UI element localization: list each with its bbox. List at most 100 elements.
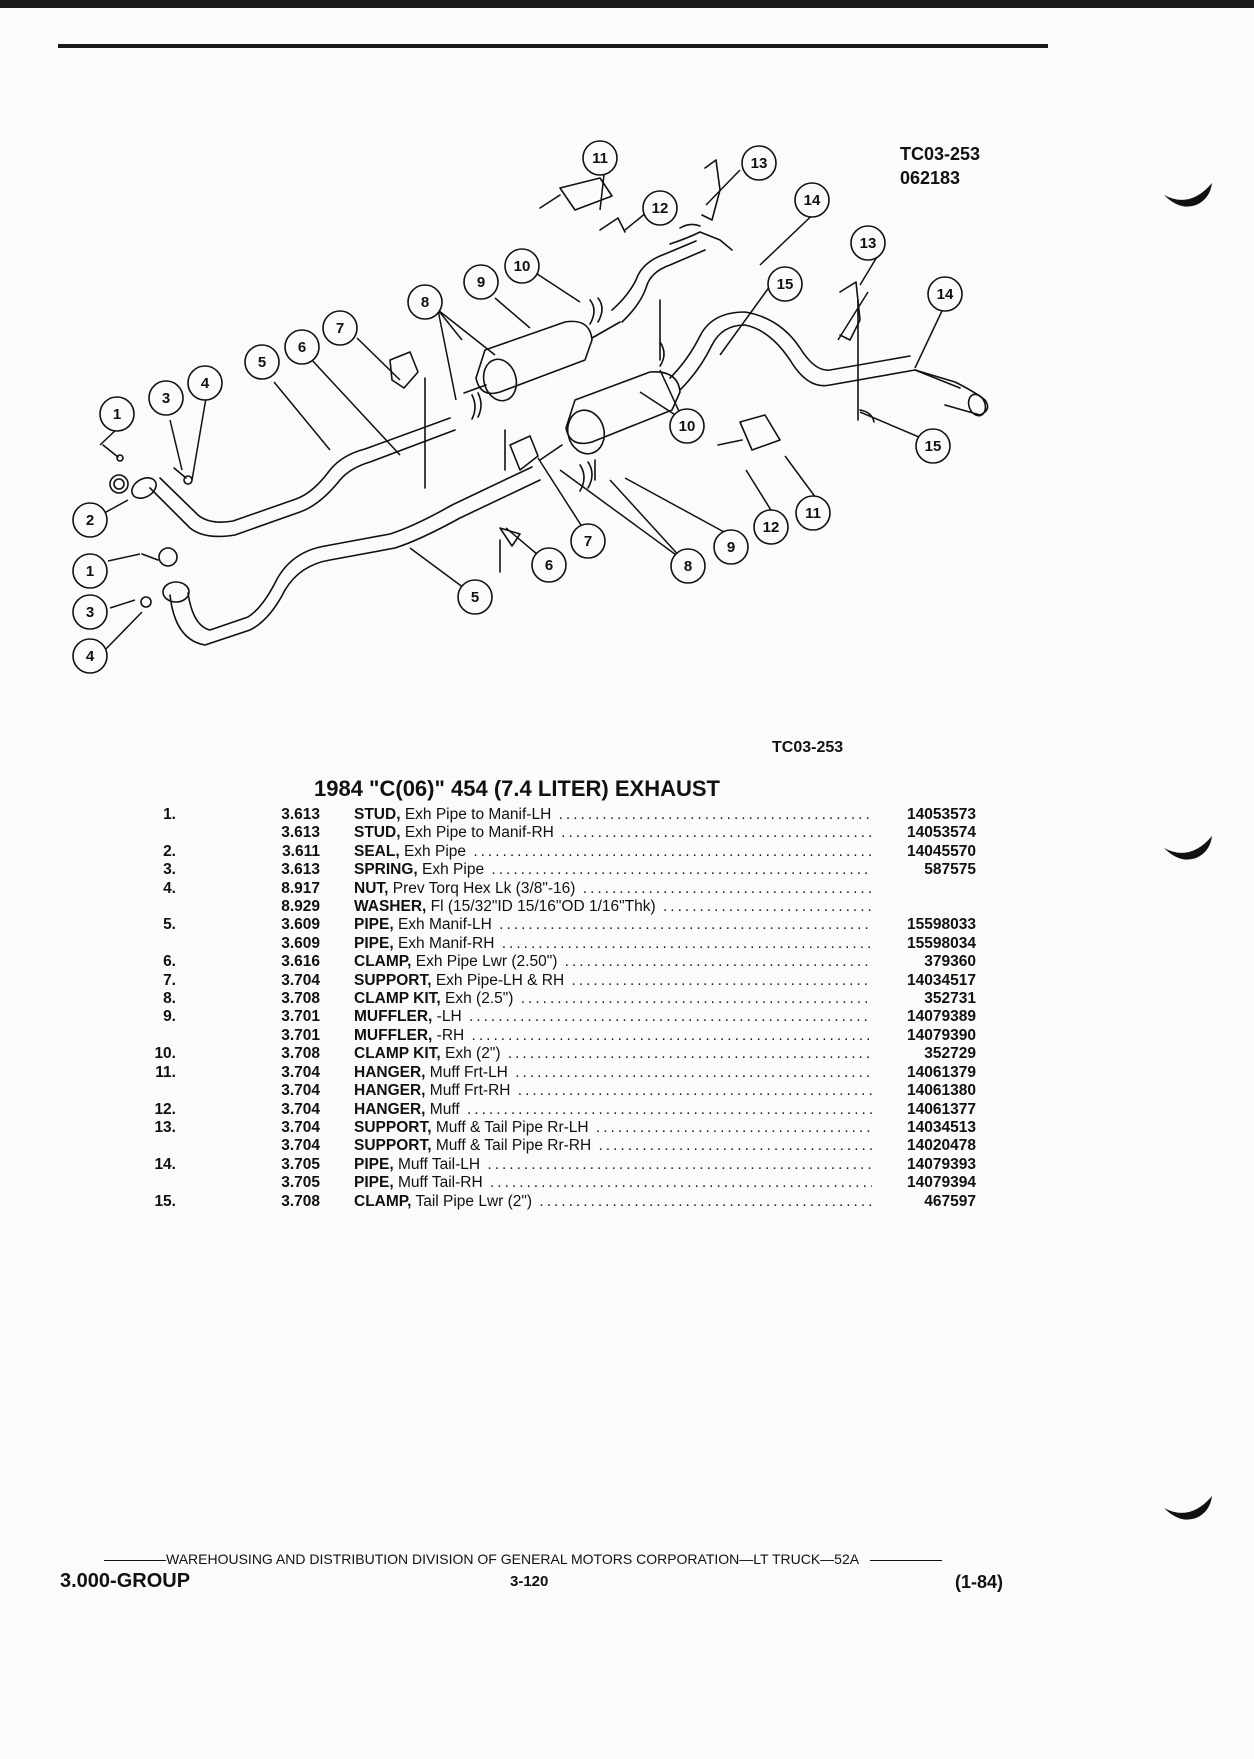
drawing-code-block: TC03-253 062183: [900, 142, 980, 190]
exhaust-pipe-lh: [149, 429, 456, 538]
part-number: 14079389: [907, 1008, 976, 1026]
part-index: 6.: [163, 953, 176, 971]
svg-text:1: 1: [86, 563, 94, 580]
callout-10-mid: 10: [669, 408, 705, 444]
group-number: 3.704: [281, 1118, 320, 1136]
group-number: 3.613: [281, 806, 320, 823]
callout-6-top: 6: [284, 329, 320, 365]
footer-group-label: 3.000-GROUP: [60, 1570, 191, 1592]
leader-dots: ........................................…: [461, 1008, 872, 1026]
part-description: MUFFLER, -RH ...........................…: [320, 1027, 872, 1045]
leader-dots: ........................................…: [487, 1155, 872, 1173]
callout-6-mid: 6: [531, 547, 567, 583]
tail-pipe-rh: [621, 249, 706, 323]
part-index: [140, 898, 176, 916]
part-detail: Muff: [429, 1100, 460, 1118]
part-name: HANGER,: [354, 1063, 426, 1081]
group-number: 3.704: [281, 1082, 320, 1100]
group-number: 3.611: [282, 842, 320, 860]
part-description: SUPPORT, Exh Pipe-LH & RH ..............…: [320, 972, 872, 990]
leader-dots: ........................................…: [501, 934, 872, 952]
group-number: 3.616: [281, 953, 320, 971]
leader-dots: ........................................…: [499, 916, 872, 934]
leader-dots: ........................................…: [558, 806, 872, 823]
part-number: 14079393: [907, 1155, 976, 1173]
svg-text:15: 15: [777, 276, 794, 293]
callout-13-top: 13: [741, 145, 777, 181]
part-number: 14079390: [907, 1026, 976, 1044]
callout-12-top: 12: [642, 190, 678, 226]
part-description: SEAL, Exh Pipe .........................…: [320, 843, 872, 861]
part-description: CLAMP KIT, Exh (2.5") ..................…: [320, 990, 872, 1008]
part-number: 14053573: [907, 806, 976, 823]
svg-text:4: 4: [86, 648, 95, 665]
part-number: 14061377: [907, 1100, 976, 1118]
callout-11-top: 11: [582, 140, 618, 176]
part-index: [140, 824, 176, 842]
part-description: HANGER, Muff Frt-LH ....................…: [320, 1064, 872, 1082]
callout-8-top: 8: [407, 284, 443, 320]
part-detail: Exh Manif-LH: [397, 916, 492, 934]
svg-text:4: 4: [201, 375, 210, 392]
top-edge-bar: [0, 0, 1254, 8]
footer-date: (1-84): [955, 1572, 1004, 1592]
part-name: SEAL,: [354, 842, 400, 860]
group-number: 3.613: [281, 824, 320, 842]
part-detail: -LH: [436, 1008, 462, 1026]
part-detail: Exh (2.5"): [445, 990, 514, 1008]
part-detail: Exh (2"): [445, 1045, 501, 1063]
binder-curl-top: [1164, 183, 1212, 207]
part-detail: Muff Frt-LH: [429, 1063, 508, 1081]
header-rule: [58, 44, 1048, 48]
callout-13-right: 13: [850, 225, 886, 261]
part-index: [140, 1082, 176, 1100]
callout-15-right: 15: [915, 428, 951, 464]
part-description: STUD, Exh Pipe to Manif-LH .............…: [320, 806, 872, 824]
part-index: 15.: [154, 1192, 176, 1210]
leader-dots: ........................................…: [662, 898, 872, 916]
svg-text:14: 14: [804, 192, 821, 209]
callout-10-top: 10: [504, 248, 540, 284]
part-index: 2.: [163, 842, 176, 860]
leader-dots: ........................................…: [564, 953, 872, 971]
callout-1-left: 1: [72, 553, 108, 589]
part-detail: Muff Tail-RH: [397, 1174, 483, 1192]
part-detail: Exh Pipe to Manif-LH: [404, 806, 552, 823]
part-name: WASHER,: [354, 898, 427, 916]
exhaust-pipe-rh: [169, 479, 541, 646]
part-number: 352729: [924, 1045, 976, 1063]
group-number: 3.708: [281, 1045, 320, 1063]
parts-list-title: 1984 "C(06)" 454 (7.4 LITER) EXHAUST: [314, 776, 720, 801]
part-detail: Muff & Tail Pipe Rr-LH: [435, 1118, 589, 1136]
part-detail: Tail Pipe Lwr (2"): [415, 1192, 533, 1210]
part-number: 587575: [924, 861, 976, 879]
part-description: CLAMP KIT, Exh (2") ....................…: [320, 1045, 872, 1063]
group-number: 3.704: [281, 1063, 320, 1081]
part-description: SPRING, Exh Pipe .......................…: [320, 861, 872, 879]
part-description: NUT, Prev Torq Hex Lk (3/8"-16) ........…: [320, 880, 872, 898]
part-name: CLAMP,: [354, 953, 412, 971]
leader-dots: ........................................…: [571, 971, 872, 989]
leader-dots: ........................................…: [595, 1118, 872, 1136]
callout-12-right: 12: [753, 509, 789, 545]
part-index: 1.: [163, 806, 176, 823]
muffler-lh: [463, 320, 621, 402]
group-number: 3.704: [281, 1100, 320, 1118]
svg-text:13: 13: [751, 155, 768, 172]
part-description: PIPE, Exh Manif-LH .....................…: [320, 916, 872, 934]
part-name: CLAMP,: [354, 1192, 412, 1210]
part-detail: Exh Pipe-LH & RH: [435, 971, 565, 989]
part-detail: Fl (15/32"ID 15/16"OD 1/16"Thk): [430, 898, 656, 916]
part-description: STUD, Exh Pipe to Manif-RH .............…: [320, 824, 872, 842]
group-number: 3.701: [281, 1026, 320, 1044]
callout-5-top: 5: [244, 344, 280, 380]
